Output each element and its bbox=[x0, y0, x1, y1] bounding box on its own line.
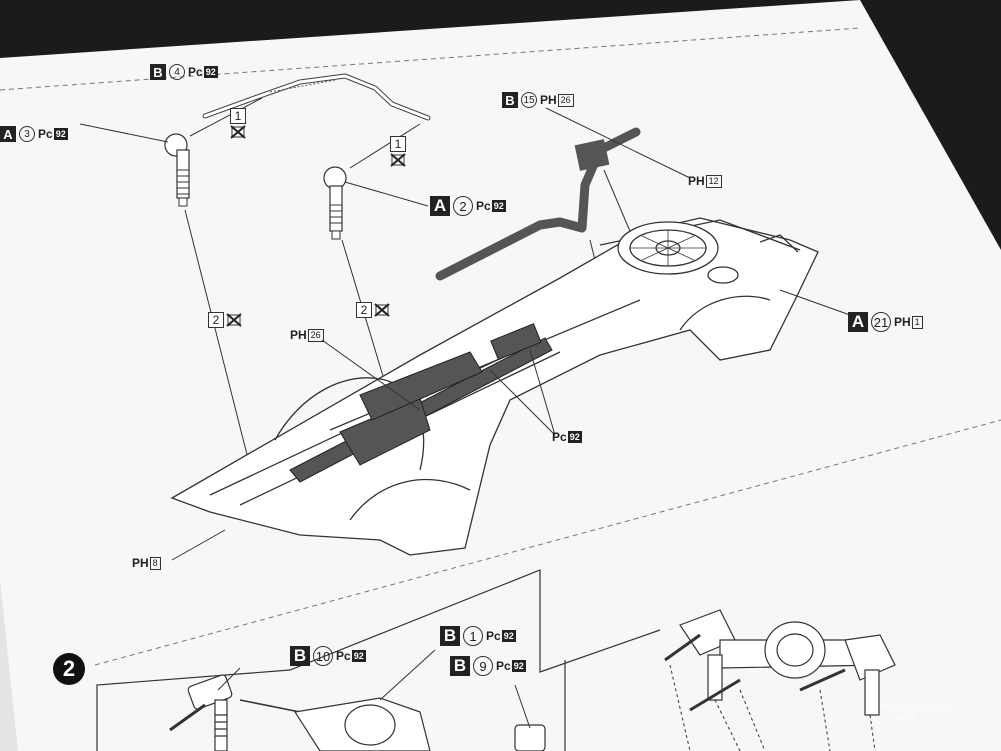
step2-left-axle bbox=[169, 674, 546, 751]
cross-out-icon bbox=[230, 125, 246, 139]
cross-out-icon bbox=[226, 313, 242, 327]
driveshaft-dark bbox=[289, 323, 553, 483]
quantity-mark-2b: 2 bbox=[356, 302, 390, 318]
step-separator-line bbox=[94, 419, 1001, 666]
cross-out-icon bbox=[374, 303, 390, 317]
watermark-logo: МОДЕЛЬНАЯ ЛАВКА bbox=[880, 702, 951, 725]
quantity-mark-2a: 2 bbox=[208, 312, 242, 328]
step-number-badge: 2 bbox=[53, 653, 85, 685]
step2-right-axle bbox=[664, 609, 896, 716]
quantity-mark-1b: 1 bbox=[390, 136, 406, 167]
part-shock-a3 bbox=[164, 133, 190, 207]
cross-out-icon bbox=[390, 153, 406, 167]
part-shock-a2 bbox=[323, 166, 347, 240]
step2-frame bbox=[96, 569, 661, 751]
quantity-mark-1a: 1 bbox=[230, 108, 246, 139]
background-corner bbox=[860, 0, 1001, 250]
